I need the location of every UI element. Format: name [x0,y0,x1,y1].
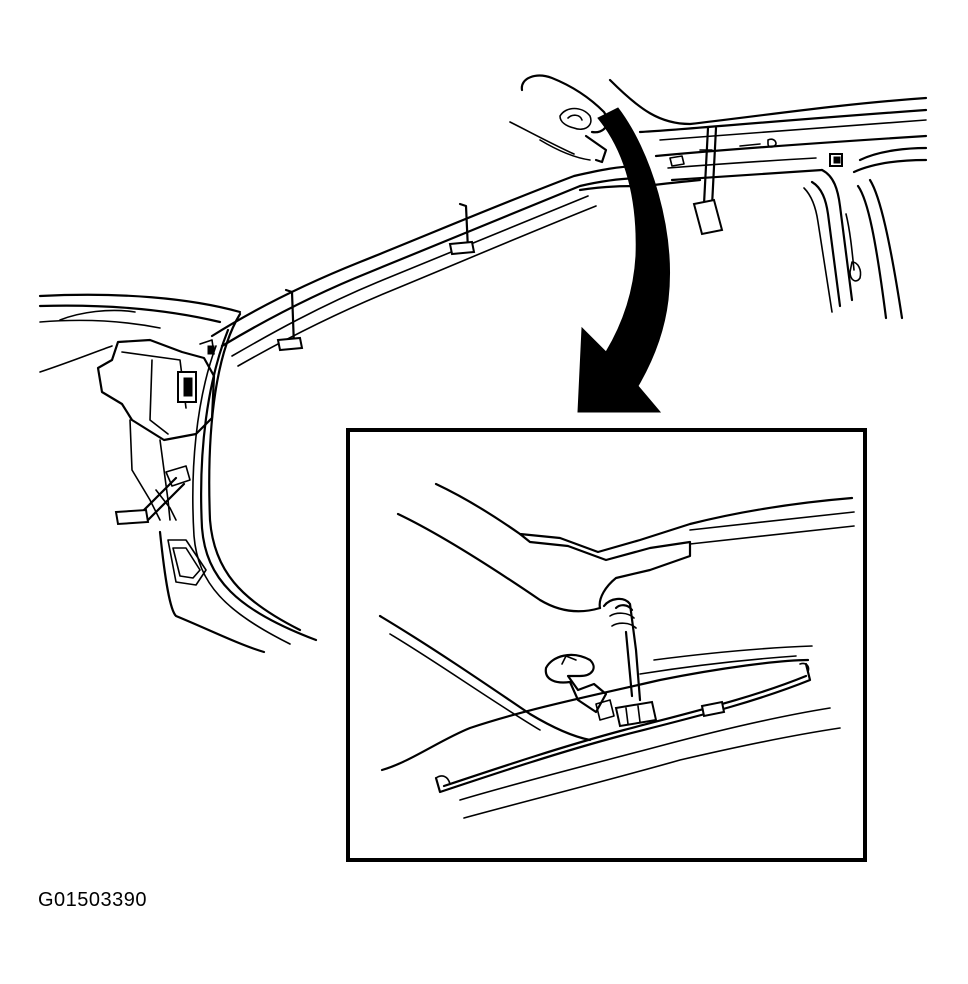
callout-arrow [577,107,670,413]
figure-code-label: G01503390 [38,889,148,911]
roof-rail [210,74,702,367]
rear-roof-area [608,78,928,320]
detail-inset [346,428,867,862]
left-pillar-area [38,293,318,654]
